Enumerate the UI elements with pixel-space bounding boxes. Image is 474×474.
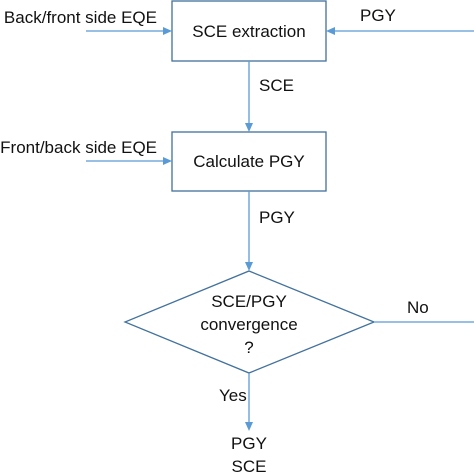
pgy-edge-label: PGY xyxy=(259,208,295,227)
pgy-feedback-arrowhead xyxy=(326,27,335,35)
calculate-pgy-box xyxy=(171,131,327,192)
yes-branch-arrowhead xyxy=(245,422,253,431)
pgy-feedback-label: PGY xyxy=(360,6,396,25)
pgy-arrowhead xyxy=(245,262,253,271)
back-front-eqe-label: Back/front side EQE xyxy=(4,8,157,27)
decision-label-line1: SCE/PGY xyxy=(211,292,287,311)
sce-arrowhead xyxy=(245,123,253,132)
yes-label: Yes xyxy=(219,386,247,405)
front-back-eqe-arrowhead xyxy=(163,157,172,165)
sce-edge-label: SCE xyxy=(259,76,294,95)
output-pgy-label: PGY xyxy=(231,434,267,453)
decision-label-line2: convergence xyxy=(200,315,297,334)
sce-extraction-label: SCE extraction xyxy=(192,22,305,41)
front-back-eqe-label: Front/back side EQE xyxy=(0,138,157,157)
sce-extraction-box xyxy=(171,0,327,62)
no-label: No xyxy=(407,298,429,317)
decision-label-line3: ? xyxy=(244,338,253,357)
calculate-pgy-label: Calculate PGY xyxy=(193,152,305,171)
output-sce-label: SCE xyxy=(232,457,267,474)
back-front-eqe-arrowhead xyxy=(163,27,172,35)
